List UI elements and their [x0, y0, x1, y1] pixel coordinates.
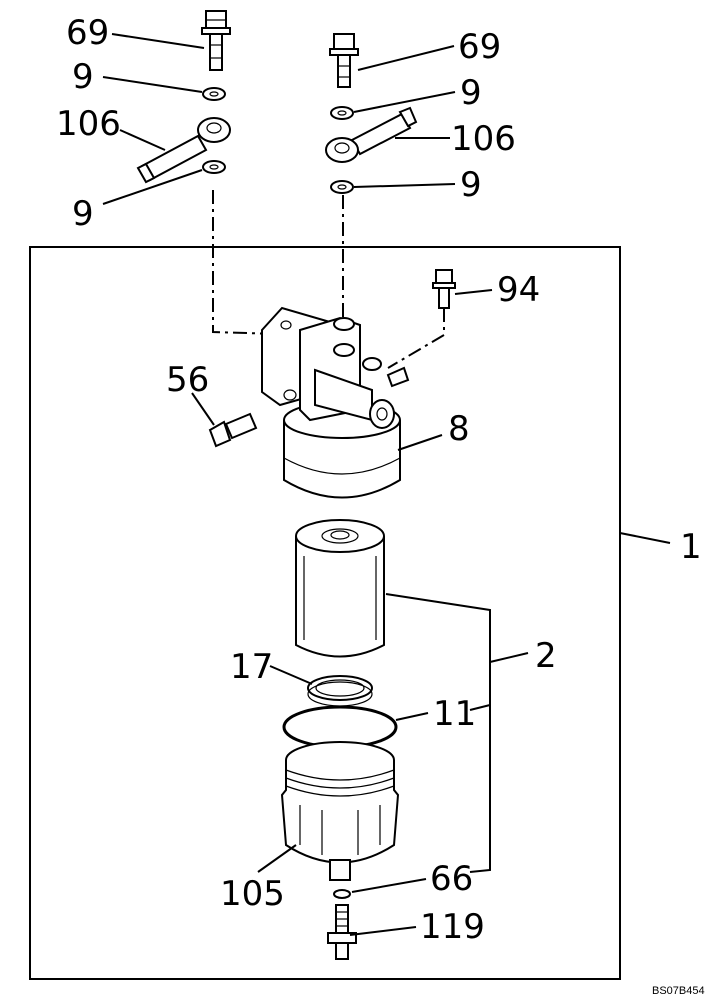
- drawing-code: BS07B454: [652, 985, 705, 997]
- part-69-left-bolt: [201, 10, 231, 71]
- callout-9-b: 9: [72, 194, 94, 234]
- leader-106-left: [119, 129, 166, 151]
- part-66-small-o-ring: [333, 889, 351, 899]
- part-105-filter-bowl: [280, 741, 400, 881]
- callout-106-right: 106: [451, 119, 516, 159]
- leader-9-b: [102, 169, 203, 205]
- leader-9-a: [102, 76, 203, 93]
- leader-9-d: [353, 183, 456, 188]
- assembly-frame: [29, 246, 621, 980]
- leader-1: [619, 532, 671, 544]
- part-9-washer-a: [202, 87, 226, 101]
- callout-119: 119: [420, 907, 485, 947]
- part-9-washer-d: [330, 180, 354, 194]
- leader-8: [397, 434, 443, 451]
- part-56-bolt: [208, 412, 258, 448]
- callout-9-d: 9: [460, 165, 482, 205]
- callout-56: 56: [166, 360, 209, 400]
- callout-9-c: 9: [460, 73, 482, 113]
- part-106-right-fitting: [325, 106, 418, 163]
- part-17-seal-ring: [307, 675, 373, 707]
- leader-2: [489, 652, 529, 663]
- leader-2-bracket: [385, 593, 491, 873]
- part-69-right-bolt: [329, 33, 359, 88]
- leader-66: [351, 878, 427, 893]
- leader-69-right: [357, 45, 455, 71]
- leader-119: [349, 926, 417, 936]
- callout-1: 1: [680, 527, 702, 567]
- callout-106-left: 106: [56, 104, 121, 144]
- part-9-washer-c: [330, 106, 354, 120]
- leader-105: [257, 844, 297, 873]
- callout-17: 17: [230, 647, 273, 687]
- callout-11: 11: [433, 694, 476, 734]
- part-9-washer-b: [202, 160, 226, 174]
- part-119-drain-plug: [327, 904, 357, 960]
- callout-66: 66: [430, 859, 473, 899]
- leader-11: [395, 712, 429, 721]
- part-2-filter-element: [295, 519, 385, 658]
- alignment-line-94: [387, 308, 445, 369]
- part-8-filter-head: [261, 306, 410, 499]
- leader-11-bracket: [469, 704, 491, 711]
- callout-69-left: 69: [66, 13, 109, 53]
- callout-94: 94: [497, 270, 540, 310]
- leader-9-c: [353, 91, 456, 113]
- leader-56: [191, 392, 215, 426]
- part-94-bolt: [432, 269, 456, 309]
- callout-69-right: 69: [458, 27, 501, 67]
- callout-2: 2: [535, 636, 557, 676]
- callout-105: 105: [220, 874, 285, 914]
- leader-17: [269, 665, 313, 685]
- part-106-left-fitting: [136, 117, 231, 184]
- leader-94: [454, 289, 493, 295]
- callout-8: 8: [448, 409, 470, 449]
- leader-69-left: [111, 33, 205, 49]
- callout-9-a: 9: [72, 57, 94, 97]
